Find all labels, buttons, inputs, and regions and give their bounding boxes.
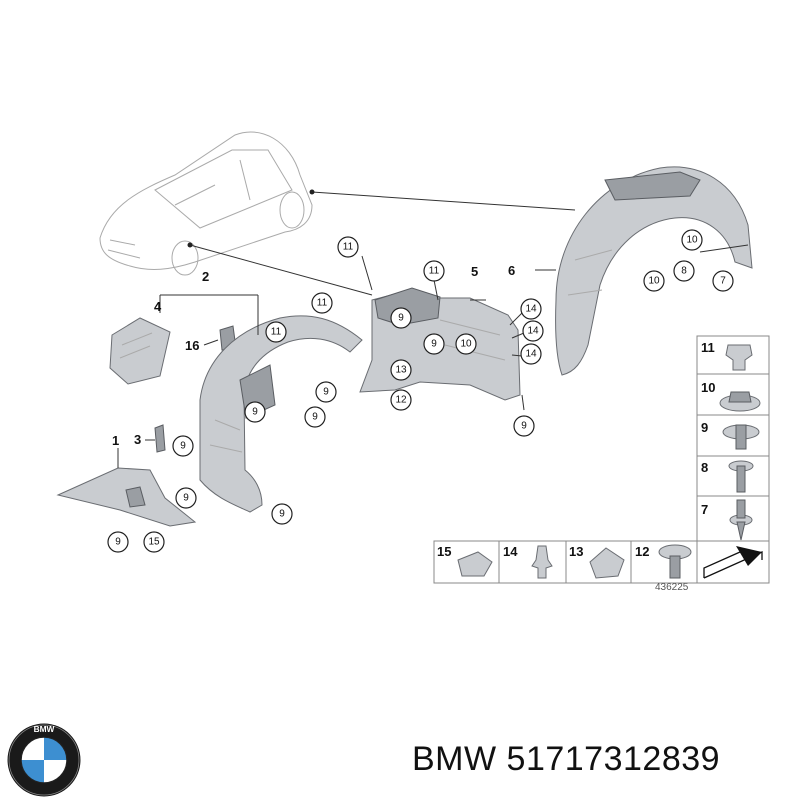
callout: 9 [107, 531, 129, 553]
legend-number: 7 [701, 502, 708, 517]
svg-text:15: 15 [148, 537, 160, 548]
callout: 9 [315, 381, 337, 403]
svg-text:14: 14 [525, 349, 537, 360]
svg-text:11: 11 [343, 242, 354, 253]
brand-part-number: BMW 51717312839 [412, 740, 720, 779]
callout: 9 [175, 487, 197, 509]
svg-text:9: 9 [398, 313, 404, 324]
svg-text:10: 10 [686, 235, 698, 246]
legend-number: 9 [701, 420, 708, 435]
svg-text:11: 11 [271, 327, 282, 338]
svg-text:10: 10 [648, 276, 660, 287]
callout: 14 [520, 343, 542, 365]
callout: 13 [390, 359, 412, 381]
plain-label: 3 [134, 432, 141, 447]
svg-text:11: 11 [317, 298, 328, 309]
plug-icon [531, 545, 553, 579]
svg-text:9: 9 [279, 509, 285, 520]
callout: 11 [423, 260, 445, 282]
svg-text:9: 9 [323, 387, 329, 398]
callout: 10 [643, 270, 665, 292]
svg-text:9: 9 [252, 407, 258, 418]
nut-clip-icon [725, 344, 753, 371]
leader-car-to-5 [189, 244, 373, 296]
svg-text:8: 8 [681, 266, 687, 277]
front-lower-panel [56, 467, 197, 527]
svg-text:9: 9 [115, 537, 121, 548]
svg-text:9: 9 [183, 493, 189, 504]
svg-text:7: 7 [720, 276, 726, 287]
callout: 14 [520, 298, 542, 320]
callout: 12 [390, 389, 412, 411]
callout-group: 11 9 9 11 9 9 9 9 9 15 11 11 9 9 10 14 1… [107, 229, 734, 553]
bmw-logo: BMW [7, 723, 81, 797]
svg-text:12: 12 [395, 395, 407, 406]
fastener-legend-column: 11 10 9 8 7 [696, 335, 770, 557]
svg-text:9: 9 [431, 339, 437, 350]
plain-label: 16 [185, 338, 199, 353]
callout: 9 [304, 406, 326, 428]
direction-arrow-head [736, 546, 762, 566]
svg-text:9: 9 [312, 412, 318, 423]
svg-text:10: 10 [460, 339, 472, 350]
callout: 10 [681, 229, 703, 251]
callout: 9 [423, 333, 445, 355]
leader-dot [187, 242, 193, 248]
legend-number: 15 [437, 544, 451, 559]
svg-text:13: 13 [395, 365, 407, 376]
legend-number: 12 [635, 544, 649, 559]
svg-text:14: 14 [527, 326, 539, 337]
callout: 15 [143, 531, 165, 553]
leader-car-to-6 [311, 191, 576, 211]
plain-label: 2 [202, 269, 209, 284]
callout: 9 [172, 435, 194, 457]
plain-label: 6 [508, 263, 515, 278]
callout: 9 [390, 307, 412, 329]
callout: 11 [337, 236, 359, 258]
svg-text:BMW: BMW [34, 724, 55, 734]
callout: 9 [244, 401, 266, 423]
diagram-reference-number: 436225 [655, 582, 689, 593]
callout: 11 [265, 321, 287, 343]
callout: 8 [673, 260, 695, 282]
svg-text:9: 9 [521, 421, 527, 432]
callout: 7 [712, 270, 734, 292]
plain-label: 1 [112, 433, 119, 448]
callout: 9 [513, 415, 535, 437]
legend-number: 13 [569, 544, 583, 559]
legend-number: 11 [701, 340, 715, 355]
part-3-bracket [154, 424, 166, 453]
legend-number: 8 [701, 460, 708, 475]
svg-text:14: 14 [525, 304, 537, 315]
callout: 14 [522, 320, 544, 342]
clip-nut-icon [589, 547, 625, 579]
callout: 10 [455, 333, 477, 355]
callout: 11 [311, 292, 333, 314]
plain-label: 5 [471, 264, 478, 279]
leader-dot [309, 189, 315, 195]
svg-text:9: 9 [180, 441, 186, 452]
legend-number: 10 [701, 380, 715, 395]
callout: 9 [271, 503, 293, 525]
plain-label-group: 2 4 16 1 3 5 6 [112, 263, 515, 448]
part-number: 51717312839 [506, 740, 721, 778]
part-4-bracket [109, 317, 171, 385]
fastener-legend-row: 15 14 13 12 [433, 540, 770, 584]
callout-leaders [117, 244, 749, 468]
spring-nut-icon [457, 551, 493, 577]
rear-wheel-arch-liner [555, 166, 753, 376]
legend-number: 14 [503, 544, 518, 559]
svg-text:11: 11 [429, 266, 440, 277]
brand-name: BMW [412, 740, 497, 778]
car-outline [99, 131, 313, 276]
plain-label: 4 [154, 299, 162, 314]
